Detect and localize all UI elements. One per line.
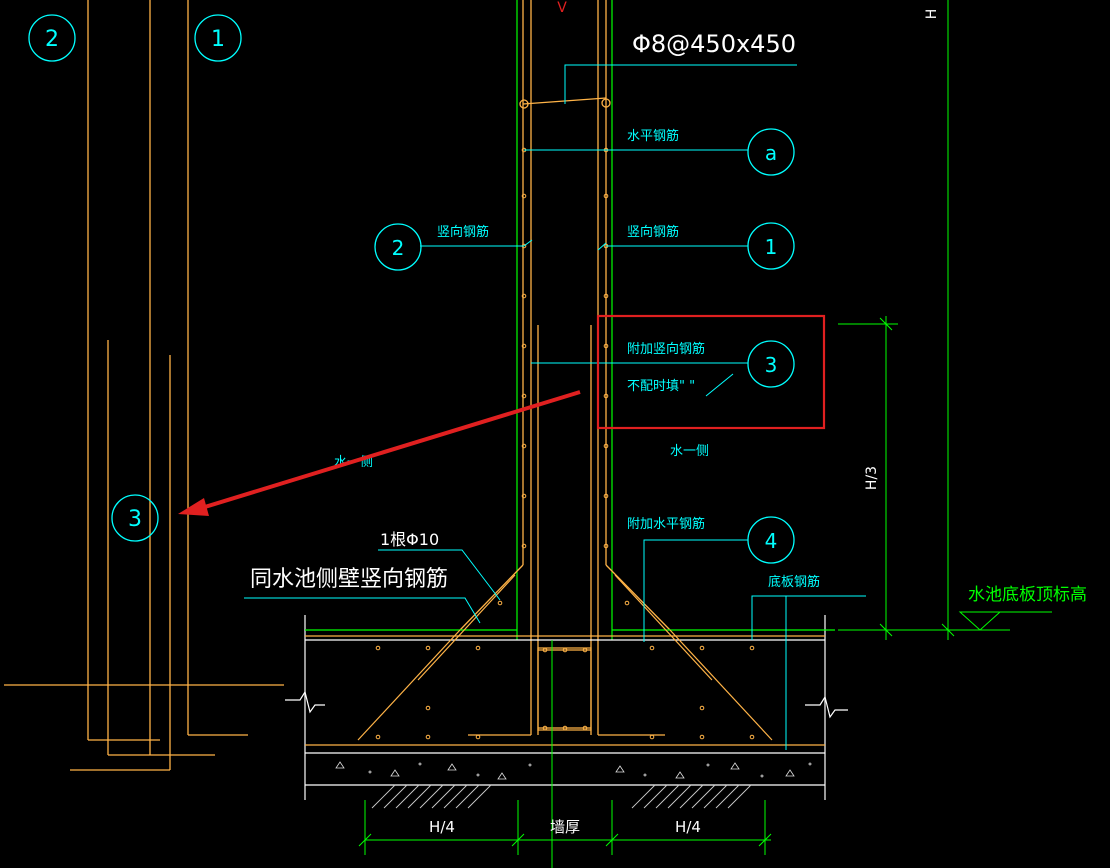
bubble-1-left: 1: [194, 14, 242, 62]
red-arrow: [178, 390, 581, 516]
svg-text:1: 1: [765, 235, 778, 259]
vertical-rebar-1-label: 竖向钢筋: [627, 224, 679, 240]
spec-top-label: Φ8@450x450: [632, 30, 796, 58]
h-over-4-right-label: H/4: [675, 818, 701, 836]
bubble-2-mid: 2: [374, 223, 422, 271]
svg-text:4: 4: [765, 529, 778, 553]
top-mark-label: V: [557, 0, 567, 16]
additional-horizontal-label: 附加水平钢筋: [627, 516, 705, 532]
vertical-rebar-2-label: 竖向钢筋: [437, 224, 489, 240]
bubble-4-mid: 4: [747, 516, 795, 564]
slab-rebar: [305, 574, 825, 746]
soil-hatch: [371, 784, 752, 809]
leader-lines: [244, 64, 866, 750]
same-as-wall-label: 同水池侧壁竖向钢筋: [250, 567, 448, 592]
highlight-box: [596, 314, 826, 430]
not-configured-label: 不配时填" ": [627, 379, 695, 394]
bubble-1-mid: 1: [747, 222, 795, 270]
bubble-3-mid: 3: [747, 340, 795, 388]
bubble-3-left: 3: [111, 494, 159, 542]
additional-vertical-label: 附加竖向钢筋: [627, 341, 705, 357]
svg-text:2: 2: [392, 236, 405, 260]
right-elevation-dim: [838, 0, 1052, 640]
horizontal-rebar-label: 水平钢筋: [627, 128, 679, 144]
h-over-4-left-label: H/4: [429, 818, 455, 836]
wall-outline: [516, 0, 613, 640]
svg-text:3: 3: [128, 507, 142, 532]
svg-text:a: a: [765, 141, 777, 165]
slab-rebar-dots: [375, 645, 755, 740]
svg-text:3: 3: [765, 353, 778, 377]
one-bar-label: 1根Φ10: [380, 530, 439, 549]
svg-text:2: 2: [45, 27, 59, 52]
h-top-label: H: [924, 9, 940, 20]
pool-bottom-elevation-label: 水池底板顶标高: [968, 585, 1087, 605]
svg-text:1: 1: [211, 27, 225, 52]
bottom-slab-rebar-label: 底板钢筋: [768, 574, 820, 590]
base-slab-outline: [285, 615, 848, 800]
wall-rebar-dots: [497, 147, 630, 606]
water-side-right-label: 水一侧: [670, 444, 709, 459]
left-rebar-detail: [4, 0, 284, 771]
wall-rebar: [459, 0, 671, 736]
h-over-3-label: H/3: [864, 466, 880, 490]
bubble-a: a: [747, 128, 795, 176]
wall-thickness-label: 墙厚: [550, 818, 580, 836]
blinding-hatch: [335, 761, 812, 780]
bottom-dimensions: [358, 640, 772, 868]
bubble-2-left: 2: [28, 14, 76, 62]
